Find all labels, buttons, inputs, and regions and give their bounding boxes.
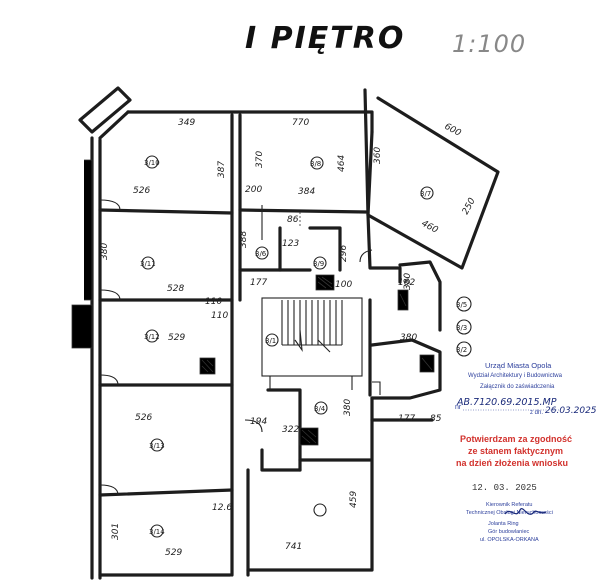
room-label: 3/6 <box>255 246 269 260</box>
dimension-label: 529 <box>165 548 182 558</box>
room-label: 3/14 <box>149 524 165 538</box>
dimension-label: 741 <box>285 542 302 552</box>
svg-text:3/6: 3/6 <box>255 250 267 258</box>
dimension-label: 526 <box>133 186 150 196</box>
outer-walls <box>78 86 500 580</box>
room-label: 3/8 <box>310 156 324 170</box>
confirmation-stamp-date: 12. 03. 2025 <box>472 483 537 493</box>
dimension-label: 322 <box>282 425 299 435</box>
dimension-label: 110 <box>205 297 222 307</box>
office-stamp-line1: Urząd Miasta Opola <box>485 361 552 370</box>
dimension-label: 528 <box>167 284 184 294</box>
svg-text:3/11: 3/11 <box>140 260 156 268</box>
office-stamp: Urząd Miasta Opola Wydział Architektury … <box>455 361 597 416</box>
room-label: 3/13 <box>149 438 165 452</box>
wall-hatching <box>71 159 435 446</box>
dimension-label: 460 <box>420 219 440 236</box>
dimension-label: 86 <box>287 215 299 225</box>
floor-title: I PIĘTRO <box>245 21 405 56</box>
office-stamp-line2: Wydział Architektury i Budownictwa <box>468 373 563 379</box>
dimension-label: 526 <box>135 413 152 423</box>
signature-stamp-line4: Gór budowlaniec <box>488 529 530 535</box>
room-label: 3/12 <box>144 329 160 343</box>
office-stamp-line3: Załącznik do zaświadczenia <box>480 384 555 390</box>
dimension-label: 380 <box>100 243 110 260</box>
dimension-label: 100 <box>335 280 352 290</box>
room-label: 3/11 <box>140 256 156 270</box>
svg-text:3/7: 3/7 <box>420 190 431 198</box>
dimension-label: 110 <box>211 311 228 321</box>
dimension-label: 529 <box>168 333 185 343</box>
room-label: 3/7 <box>420 186 434 200</box>
scale-label: 1:100 <box>452 30 526 58</box>
dimension-label: 360 <box>373 147 383 164</box>
office-stamp-nr-value: AB.7120.69.2015.MP <box>456 397 557 408</box>
room-label: 3/9 <box>313 256 327 270</box>
dimension-label: 162 <box>398 278 415 288</box>
room-label: 3/1 <box>265 333 279 347</box>
svg-text:3/13: 3/13 <box>149 442 165 450</box>
dimension-label: 600 <box>443 122 463 139</box>
dimension-label: 296 <box>339 245 349 262</box>
svg-text:3/3: 3/3 <box>456 324 467 332</box>
interior-walls <box>98 113 372 577</box>
dimension-label: 194 <box>250 417 267 427</box>
dimension-label: 301 <box>111 523 121 540</box>
dimension-label: 177 <box>398 414 415 424</box>
staircase <box>261 297 363 390</box>
office-stamp-date-label: z dn. <box>530 410 543 416</box>
signature-stamp-line3: Jolanta Ring <box>488 521 519 527</box>
dimension-label: 380 <box>400 333 417 343</box>
dimension-label: 770 <box>292 118 309 128</box>
dimension-label: 177 <box>250 278 267 288</box>
office-stamp-nr-label: nr <box>455 404 462 411</box>
handwritten-signature <box>504 508 547 515</box>
office-stamp-date-value: 26.03.2025 <box>545 406 597 416</box>
dimension-labels: 349 770 600 387 370 464 360 526 200 384 … <box>100 118 478 558</box>
dimension-label: 12.6 <box>212 503 232 513</box>
dimension-label: 388 <box>239 231 249 248</box>
dimension-label: 387 <box>217 161 227 178</box>
svg-text:3/9: 3/9 <box>313 260 324 268</box>
signature-stamp-line5: ul. OPOLSKA-ORKANA <box>480 537 539 543</box>
room-label: 3/2 <box>456 341 472 357</box>
dimension-label: 464 <box>337 155 347 172</box>
confirmation-stamp-line3: na dzień złożenia wniosku <box>456 458 568 468</box>
dimension-label: 85 <box>430 414 442 424</box>
dimension-label: 384 <box>298 187 315 197</box>
doors <box>99 199 381 496</box>
dimension-label: 250 <box>461 196 478 216</box>
room-label: 3/5 <box>456 296 472 312</box>
room-label: 3/14 <box>313 503 327 517</box>
signature-stamp: Kierownik Referatu Technicznej Obsługi N… <box>466 502 553 543</box>
room-markers: 3/10 3/8 3/7 3/11 3/6 3/9 3/1 3/5 3/3 3/… <box>140 155 472 538</box>
room-label: 3/10 <box>144 155 160 169</box>
svg-text:3/1: 3/1 <box>265 337 276 345</box>
dimension-label: 459 <box>349 491 359 508</box>
svg-text:3/8: 3/8 <box>310 160 321 168</box>
confirmation-stamp: Potwierdzam za zgodność ze stanem faktyc… <box>456 434 572 493</box>
svg-text:3/4: 3/4 <box>314 405 326 413</box>
svg-text:3/12: 3/12 <box>144 333 160 341</box>
svg-text:3/10: 3/10 <box>144 159 160 167</box>
signature-stamp-line1: Kierownik Referatu <box>486 502 532 508</box>
dimension-label: 200 <box>245 185 262 195</box>
confirmation-stamp-line1: Potwierdzam za zgodność <box>460 434 572 444</box>
svg-text:3/14: 3/14 <box>149 528 165 536</box>
signature-stamp-line2: Technicznej Obsługi Nieruchomości <box>466 510 553 516</box>
dimension-label: 349 <box>178 118 195 128</box>
dimension-label: 123 <box>282 239 299 249</box>
svg-text:3/2: 3/2 <box>456 346 467 354</box>
dimension-label: 370 <box>255 151 265 168</box>
room-label: 3/3 <box>456 319 472 335</box>
confirmation-stamp-line2: ze stanem faktycznym <box>468 446 563 456</box>
room-label: 3/4 <box>314 401 328 415</box>
svg-text:3/5: 3/5 <box>456 301 467 309</box>
dimension-label: 380 <box>403 273 413 290</box>
dimension-label: 380 <box>343 399 353 416</box>
